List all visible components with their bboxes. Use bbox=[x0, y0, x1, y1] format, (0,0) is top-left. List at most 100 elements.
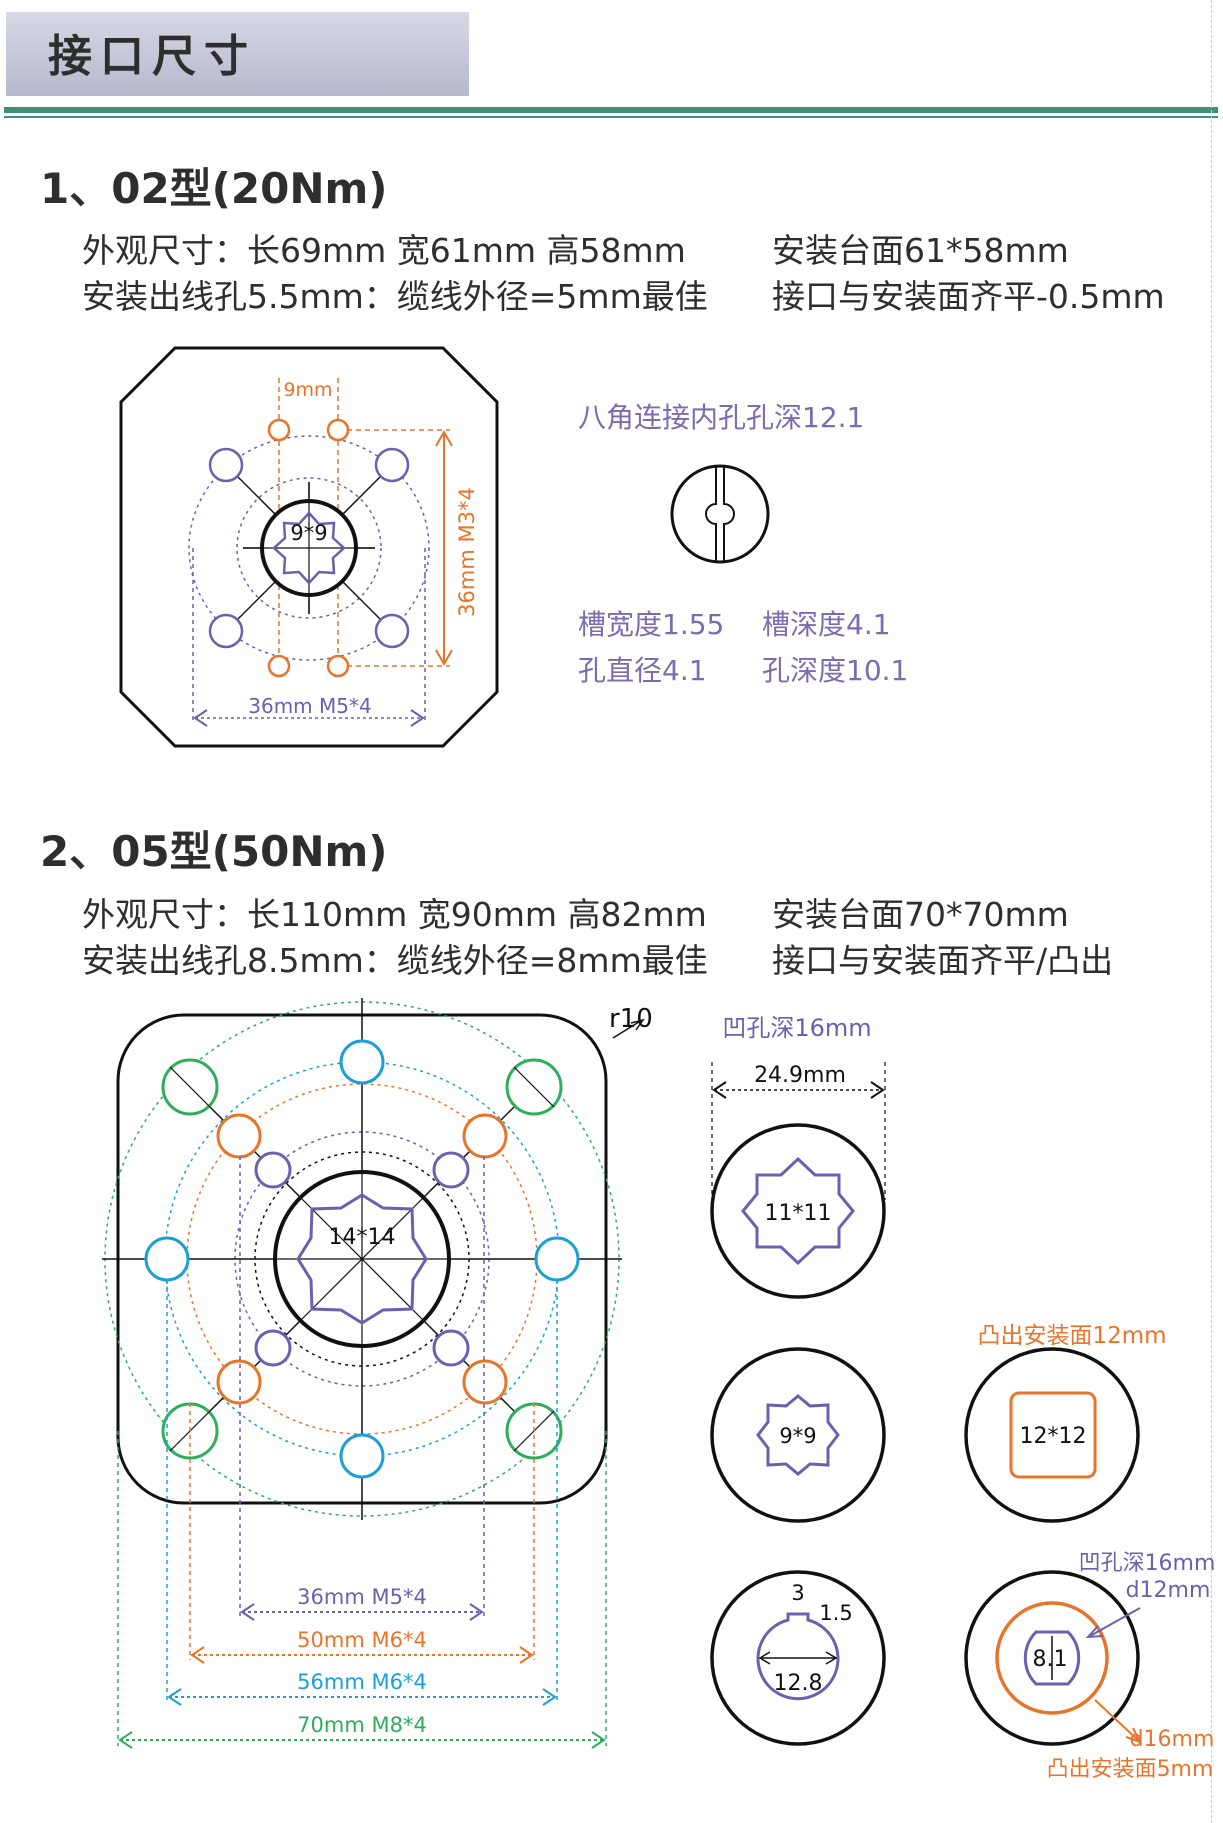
s1-note-hole-dia: 孔直径4.1 bbox=[578, 654, 707, 687]
s2-m5-hole-tl bbox=[254, 1151, 292, 1189]
s2-m6o-hole-tr bbox=[462, 1113, 508, 1159]
s2-flat-d12-label: d12mm bbox=[1126, 1578, 1211, 1603]
section1-dims: 外观尺寸：长69mm 宽61mm 高58mm bbox=[82, 231, 686, 270]
s2-green-x2 bbox=[513, 1066, 555, 1108]
s1-arrowhead-right bbox=[410, 709, 425, 727]
s2-keyed-3-label: 3 bbox=[791, 1581, 804, 1605]
s1-bolt-hole-tr bbox=[374, 447, 410, 483]
s2-keyed-128-label: 12.8 bbox=[774, 1671, 823, 1696]
s2-radius-leader bbox=[612, 1019, 643, 1039]
s2-detail-circle-keyed bbox=[710, 1570, 886, 1746]
s2-flat-leader-d16 bbox=[1094, 1699, 1141, 1743]
s2-detail-circle-12 bbox=[964, 1347, 1140, 1523]
section1-flush: 接口与安装面齐平-0.5mm bbox=[772, 277, 1165, 316]
s1-octagonal-star bbox=[272, 511, 346, 585]
s2-radius-label: r10 bbox=[609, 1004, 653, 1034]
s2-flat-leader-d16-head bbox=[1125, 1727, 1143, 1744]
section2-title: 2、05型(50Nm) bbox=[40, 827, 388, 876]
s2-m6o-hole-br bbox=[462, 1359, 508, 1405]
s2-dim-36-label: 36mm M5*4 bbox=[297, 1585, 427, 1609]
s1-m3-hole-b2 bbox=[326, 654, 350, 678]
s1-inner-ellipse bbox=[236, 477, 382, 619]
s2-flat-boss-ring bbox=[995, 1601, 1109, 1715]
page-frame bbox=[1211, 0, 1213, 1823]
s1-m3-hole-t2 bbox=[326, 418, 350, 442]
s2-star-11-label: 11*11 bbox=[765, 1201, 832, 1226]
s2-flat-leader-d12 bbox=[1089, 1607, 1141, 1637]
section1-title: 1、02型(20Nm) bbox=[40, 164, 388, 213]
s2-dim-70-label: 70mm M8*4 bbox=[297, 1713, 427, 1737]
s1-dim-bottom-label: 36mm M5*4 bbox=[248, 694, 371, 718]
s2-center-db bbox=[299, 1196, 425, 1322]
s2-dim-56 bbox=[167, 1688, 557, 1706]
s2-flat-leader-d12-head bbox=[1085, 1625, 1104, 1639]
s2-m6-hole-bottom bbox=[339, 1433, 385, 1479]
s2-m6-hole-top bbox=[339, 1039, 385, 1085]
s1-note-hole-depth: 孔深度10.1 bbox=[762, 654, 909, 687]
s2-dim-36 bbox=[240, 1603, 484, 1621]
section2-flush: 接口与安装面齐平/凸出 bbox=[772, 941, 1114, 980]
s2-flat-profile bbox=[1023, 1630, 1081, 1686]
s2-recess-title: 凹孔深16mm bbox=[722, 1014, 871, 1042]
s1-note-slot-depth: 槽深度4.1 bbox=[762, 608, 891, 641]
s2-m6o-hole-bl bbox=[216, 1359, 262, 1405]
s2-m5-hole-br bbox=[432, 1329, 470, 1367]
s1-pin-slot bbox=[705, 466, 735, 562]
header-rule-thick bbox=[4, 107, 1218, 113]
s2-dim-50 bbox=[190, 1646, 534, 1664]
s2-center-label: 14*14 bbox=[329, 1225, 396, 1250]
s2-square-12-label: 12*12 bbox=[1020, 1424, 1087, 1449]
s2-dim-guides bbox=[117, 1156, 607, 1746]
s1-bolt-hole-bl bbox=[208, 613, 244, 649]
s2-radius-arrowhead bbox=[630, 1018, 645, 1031]
section2-cable: 安装出线孔8.5mm：缆线外径=8mm最佳 bbox=[82, 941, 708, 980]
s1-note-title: 八角连接内孔孔深12.1 bbox=[578, 401, 865, 434]
s2-m5-hole-tr bbox=[432, 1151, 470, 1189]
s1-bolt-hole-br bbox=[374, 613, 410, 649]
header-banner bbox=[6, 12, 469, 96]
s1-dim-right-label: 36mm M3*4 bbox=[455, 487, 479, 617]
s2-star-9 bbox=[756, 1394, 840, 1476]
s2-detail-circle-9 bbox=[710, 1347, 886, 1523]
s1-m3-hole-t1 bbox=[267, 418, 291, 442]
s1-octagon-body bbox=[119, 346, 499, 748]
s2-star-9-label: 9*9 bbox=[779, 1424, 816, 1448]
s2-keyed-arrowhead-r bbox=[825, 1651, 838, 1665]
s2-square-12 bbox=[1009, 1391, 1097, 1479]
s2-keyed-15-label: 1.5 bbox=[819, 1601, 852, 1625]
s1-arrowhead-up bbox=[435, 429, 453, 447]
s2-m6-hole-left bbox=[144, 1236, 190, 1282]
s2-keyed-profile bbox=[756, 1612, 840, 1701]
s2-recess-arrowhead-r bbox=[870, 1081, 885, 1099]
s2-recess-width-label: 24.9mm bbox=[754, 1063, 846, 1088]
s2-detail-circle-flat bbox=[964, 1570, 1140, 1746]
s2-dim-70 bbox=[118, 1731, 606, 1749]
s2-flat-label: 8.1 bbox=[1033, 1647, 1068, 1672]
s2-star-11 bbox=[741, 1156, 855, 1266]
s1-bolt-hole-tl bbox=[208, 447, 244, 483]
s2-m6o-hole-tl bbox=[216, 1113, 262, 1159]
s2-m5-hole-bl bbox=[254, 1329, 292, 1367]
s2-flat-boss-label: 凸出安装面5mm bbox=[1047, 1757, 1214, 1782]
s2-flat-recess-label: 凹孔深16mm bbox=[1079, 1551, 1216, 1576]
s1-bolt-ellipse bbox=[188, 435, 430, 661]
header-rule-thin bbox=[4, 116, 1218, 118]
s2-boss-title: 凸出安装面12mm bbox=[977, 1323, 1166, 1349]
section2-dims: 外观尺寸：长110mm 宽90mm 高82mm bbox=[82, 895, 707, 934]
s2-octagonal-star bbox=[296, 1193, 428, 1325]
section1-platform: 安装台面61*58mm bbox=[772, 231, 1069, 270]
s1-m3-hole-b1 bbox=[267, 654, 291, 678]
s1-octagon-label: 9*9 bbox=[290, 521, 327, 545]
s2-green-x1 bbox=[169, 1066, 211, 1108]
s2-recess-arrowhead-l bbox=[712, 1081, 727, 1099]
s1-note-slot-width: 槽宽度1.55 bbox=[578, 608, 725, 641]
s2-flat-d16-label: d16mm bbox=[1130, 1727, 1215, 1752]
s2-dim-56-label: 56mm M6*4 bbox=[297, 1670, 427, 1694]
s1-arrowhead-down bbox=[435, 649, 453, 667]
section2-platform: 安装台面70*70mm bbox=[772, 895, 1069, 934]
s2-detail-circle-11 bbox=[710, 1123, 886, 1299]
s2-keyed-arrowhead-l bbox=[758, 1651, 771, 1665]
section1-cable: 安装出线孔5.5mm：缆线外径=5mm最佳 bbox=[82, 277, 708, 316]
